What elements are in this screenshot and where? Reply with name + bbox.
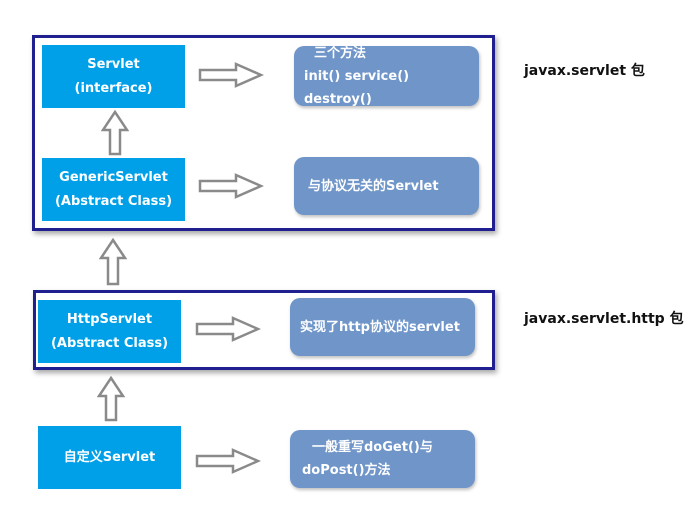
servlet-class-kind: (interface) [74, 80, 153, 96]
http-servlet-description: 实现了http协议的servlet [290, 298, 475, 356]
javax-servlet-package-label: javax.servlet 包 [524, 63, 645, 79]
right-arrow-icon [198, 62, 264, 88]
generic-servlet-class-kind: (Abstract Class) [54, 193, 173, 209]
custom-servlet-class-name: 自定义Servlet [63, 449, 156, 465]
right-arrow-icon [195, 316, 261, 342]
custom-servlet-box: 自定义Servlet [38, 426, 181, 489]
custom-servlet-description-line2: doPost()方法 [302, 463, 391, 478]
generic-servlet-description: 与协议无关的Servlet [294, 157, 479, 215]
up-arrow-icon [97, 376, 125, 422]
up-arrow-icon [99, 238, 127, 286]
http-servlet-class-kind: (Abstract Class) [50, 335, 169, 351]
generic-servlet-class-name: GenericServlet [59, 169, 168, 185]
servlet-class-name: Servlet [87, 56, 140, 72]
http-servlet-box: HttpServlet (Abstract Class) [38, 300, 181, 363]
http-servlet-class-name: HttpServlet [66, 311, 153, 327]
custom-servlet-description: 一般重写doGet()与 doPost()方法 [290, 430, 475, 488]
http-servlet-description-text: 实现了http协议的servlet [300, 319, 460, 335]
custom-servlet-description-line1: 一般重写doGet()与 [312, 440, 433, 455]
javax-servlet-http-package-label: javax.servlet.http 包 [524, 311, 684, 327]
servlet-methods-description: 三个方法 init() service() destroy() [294, 46, 479, 107]
generic-servlet-description-text: 与协议无关的Servlet [308, 178, 439, 194]
javax-servlet-http-package-group [33, 290, 495, 370]
javax-servlet-package-group [32, 35, 495, 231]
right-arrow-icon [198, 173, 264, 199]
servlet-interface-box: Servlet (interface) [42, 45, 185, 108]
right-arrow-icon [195, 448, 261, 474]
servlet-methods-list: init() service() destroy() [304, 68, 410, 107]
servlet-methods-heading: 三个方法 [314, 45, 367, 61]
generic-servlet-box: GenericServlet (Abstract Class) [42, 158, 185, 221]
up-arrow-icon [101, 110, 129, 156]
